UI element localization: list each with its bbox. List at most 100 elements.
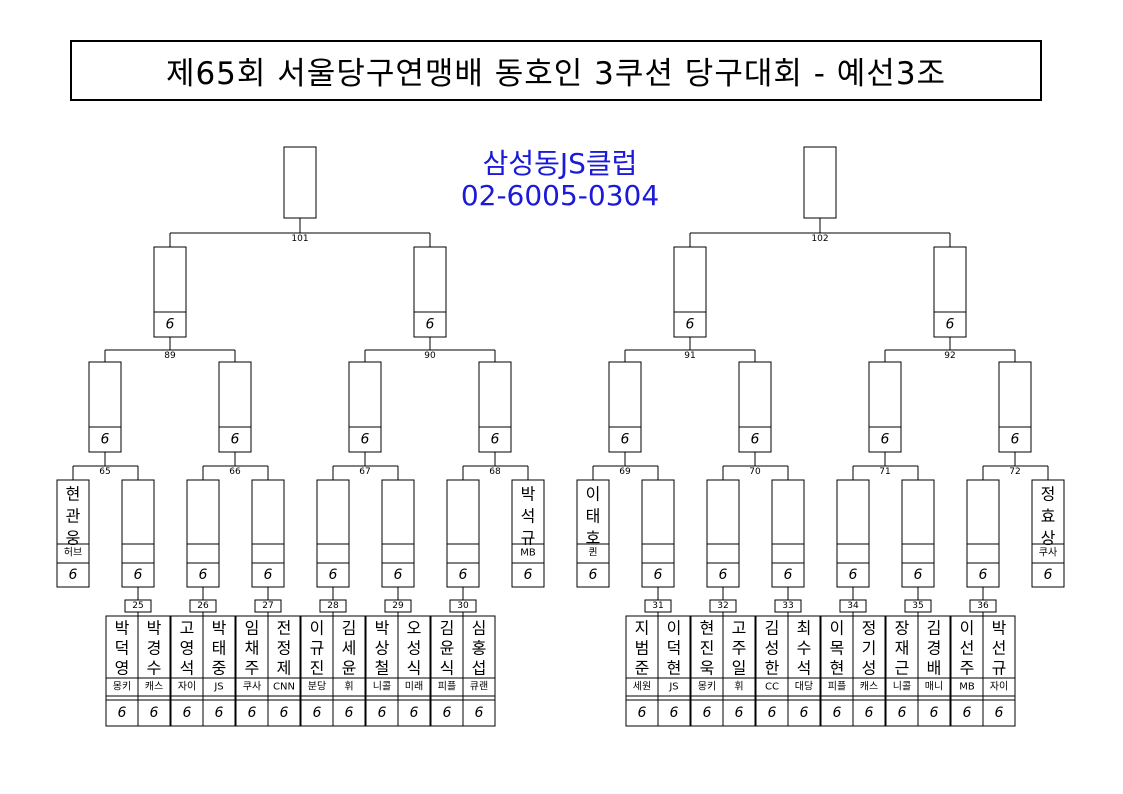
player-name: 진	[700, 639, 715, 658]
player-name: 전	[277, 619, 292, 638]
player-club: 니콜	[373, 681, 391, 693]
final-slot	[803, 146, 837, 219]
player-name: 지	[635, 619, 650, 638]
match-number: 29	[392, 601, 404, 611]
handicap-value: 6	[426, 317, 435, 333]
player-name: 수	[797, 639, 812, 658]
match-number: 66	[229, 467, 241, 477]
match-number: 92	[944, 351, 955, 361]
player-club: 대당	[795, 681, 813, 693]
player-name: 규	[310, 639, 325, 658]
handicap-value: 6	[443, 705, 452, 721]
player-club: 자이	[990, 681, 1008, 693]
match-number: 31	[652, 601, 663, 611]
match-slot	[998, 361, 1032, 453]
player-name: 심	[472, 619, 487, 638]
player-name: 목	[830, 639, 845, 658]
handicap-value: 6	[946, 317, 955, 333]
player-club: 휘	[344, 681, 353, 693]
handicap-value: 6	[264, 567, 273, 583]
player-name: 식	[407, 659, 422, 678]
handicap-value: 6	[378, 705, 387, 721]
match-slot	[836, 479, 870, 588]
player-club: 니콜	[893, 681, 911, 693]
player-name: 오	[407, 619, 422, 638]
player-club: 휘	[734, 681, 743, 693]
bye-player-name: 현	[66, 485, 81, 504]
match-number: 27	[262, 601, 273, 611]
player-name: 김	[765, 619, 780, 638]
player-club: 몽키	[698, 681, 716, 693]
handicap-value: 6	[491, 432, 500, 448]
player-name: 홍	[472, 639, 487, 658]
handicap-value: 6	[150, 705, 159, 721]
bye-player-name: 호	[586, 529, 601, 548]
match-number: 101	[291, 234, 308, 244]
player-name: 배	[927, 659, 942, 678]
handicap-value: 6	[394, 567, 403, 583]
player-name: 현	[667, 659, 682, 678]
player-club: 몽키	[113, 681, 131, 693]
match-slot	[641, 479, 675, 588]
player-name: 고	[732, 619, 747, 638]
player-name: 박	[212, 619, 227, 638]
player-name: 철	[375, 659, 390, 678]
player-club: 캐스	[860, 681, 878, 693]
handicap-value: 6	[833, 705, 842, 721]
player-name: 박	[375, 619, 390, 638]
player-name: 김	[927, 619, 942, 638]
handicap-value: 6	[654, 567, 663, 583]
player-club: 세원	[633, 681, 651, 693]
handicap-value: 6	[703, 705, 712, 721]
player-name: 경	[147, 639, 162, 658]
match-number: 34	[847, 601, 859, 611]
player-name: 준	[635, 659, 650, 678]
handicap-value: 6	[280, 705, 289, 721]
handicap-value: 6	[686, 317, 695, 333]
player-club: 쿠사	[243, 681, 261, 693]
match-slot	[348, 361, 382, 453]
player-name: 장	[895, 619, 910, 638]
bye-player-name: 규	[521, 529, 536, 548]
player-name: 현	[700, 619, 715, 638]
club-phone: 02-6005-0304	[460, 179, 660, 212]
bye-player-name: 정	[1041, 485, 1056, 504]
match-slot	[901, 479, 935, 588]
player-name: 박	[115, 619, 130, 638]
player-name: 범	[635, 639, 650, 658]
player-name: 태	[212, 639, 227, 658]
bye-player-club: MB	[520, 548, 536, 559]
player-name: 주	[960, 659, 975, 678]
player-name: 식	[440, 659, 455, 678]
match-slot	[153, 246, 187, 338]
match-slot	[868, 361, 902, 453]
handicap-value: 6	[459, 567, 468, 583]
player-name: 성	[862, 659, 877, 678]
player-name: 상	[375, 639, 390, 658]
handicap-value: 6	[784, 567, 793, 583]
match-slot	[316, 479, 350, 588]
handicap-value: 6	[215, 705, 224, 721]
player-club: 큐랜	[470, 681, 488, 693]
handicap-value: 6	[768, 705, 777, 721]
handicap-value: 6	[134, 567, 143, 583]
player-club: CC	[765, 682, 779, 693]
handicap-value: 6	[1044, 567, 1053, 583]
player-name: 재	[895, 639, 910, 658]
handicap-value: 6	[69, 567, 78, 583]
match-number: 26	[197, 601, 209, 611]
player-name: 석	[180, 659, 195, 678]
bye-player-name: 웅	[66, 529, 81, 548]
bye-player-name: 관	[66, 507, 81, 526]
match-number: 35	[912, 601, 923, 611]
player-name: 진	[310, 659, 325, 678]
handicap-value: 6	[589, 567, 598, 583]
handicap-value: 6	[101, 432, 110, 448]
player-club: JS	[213, 682, 223, 693]
player-club: MB	[959, 682, 975, 693]
handicap-value: 6	[1011, 432, 1020, 448]
bye-player-name: 태	[586, 507, 601, 526]
bye-player-name: 효	[1041, 507, 1056, 526]
handicap-value: 6	[865, 705, 874, 721]
